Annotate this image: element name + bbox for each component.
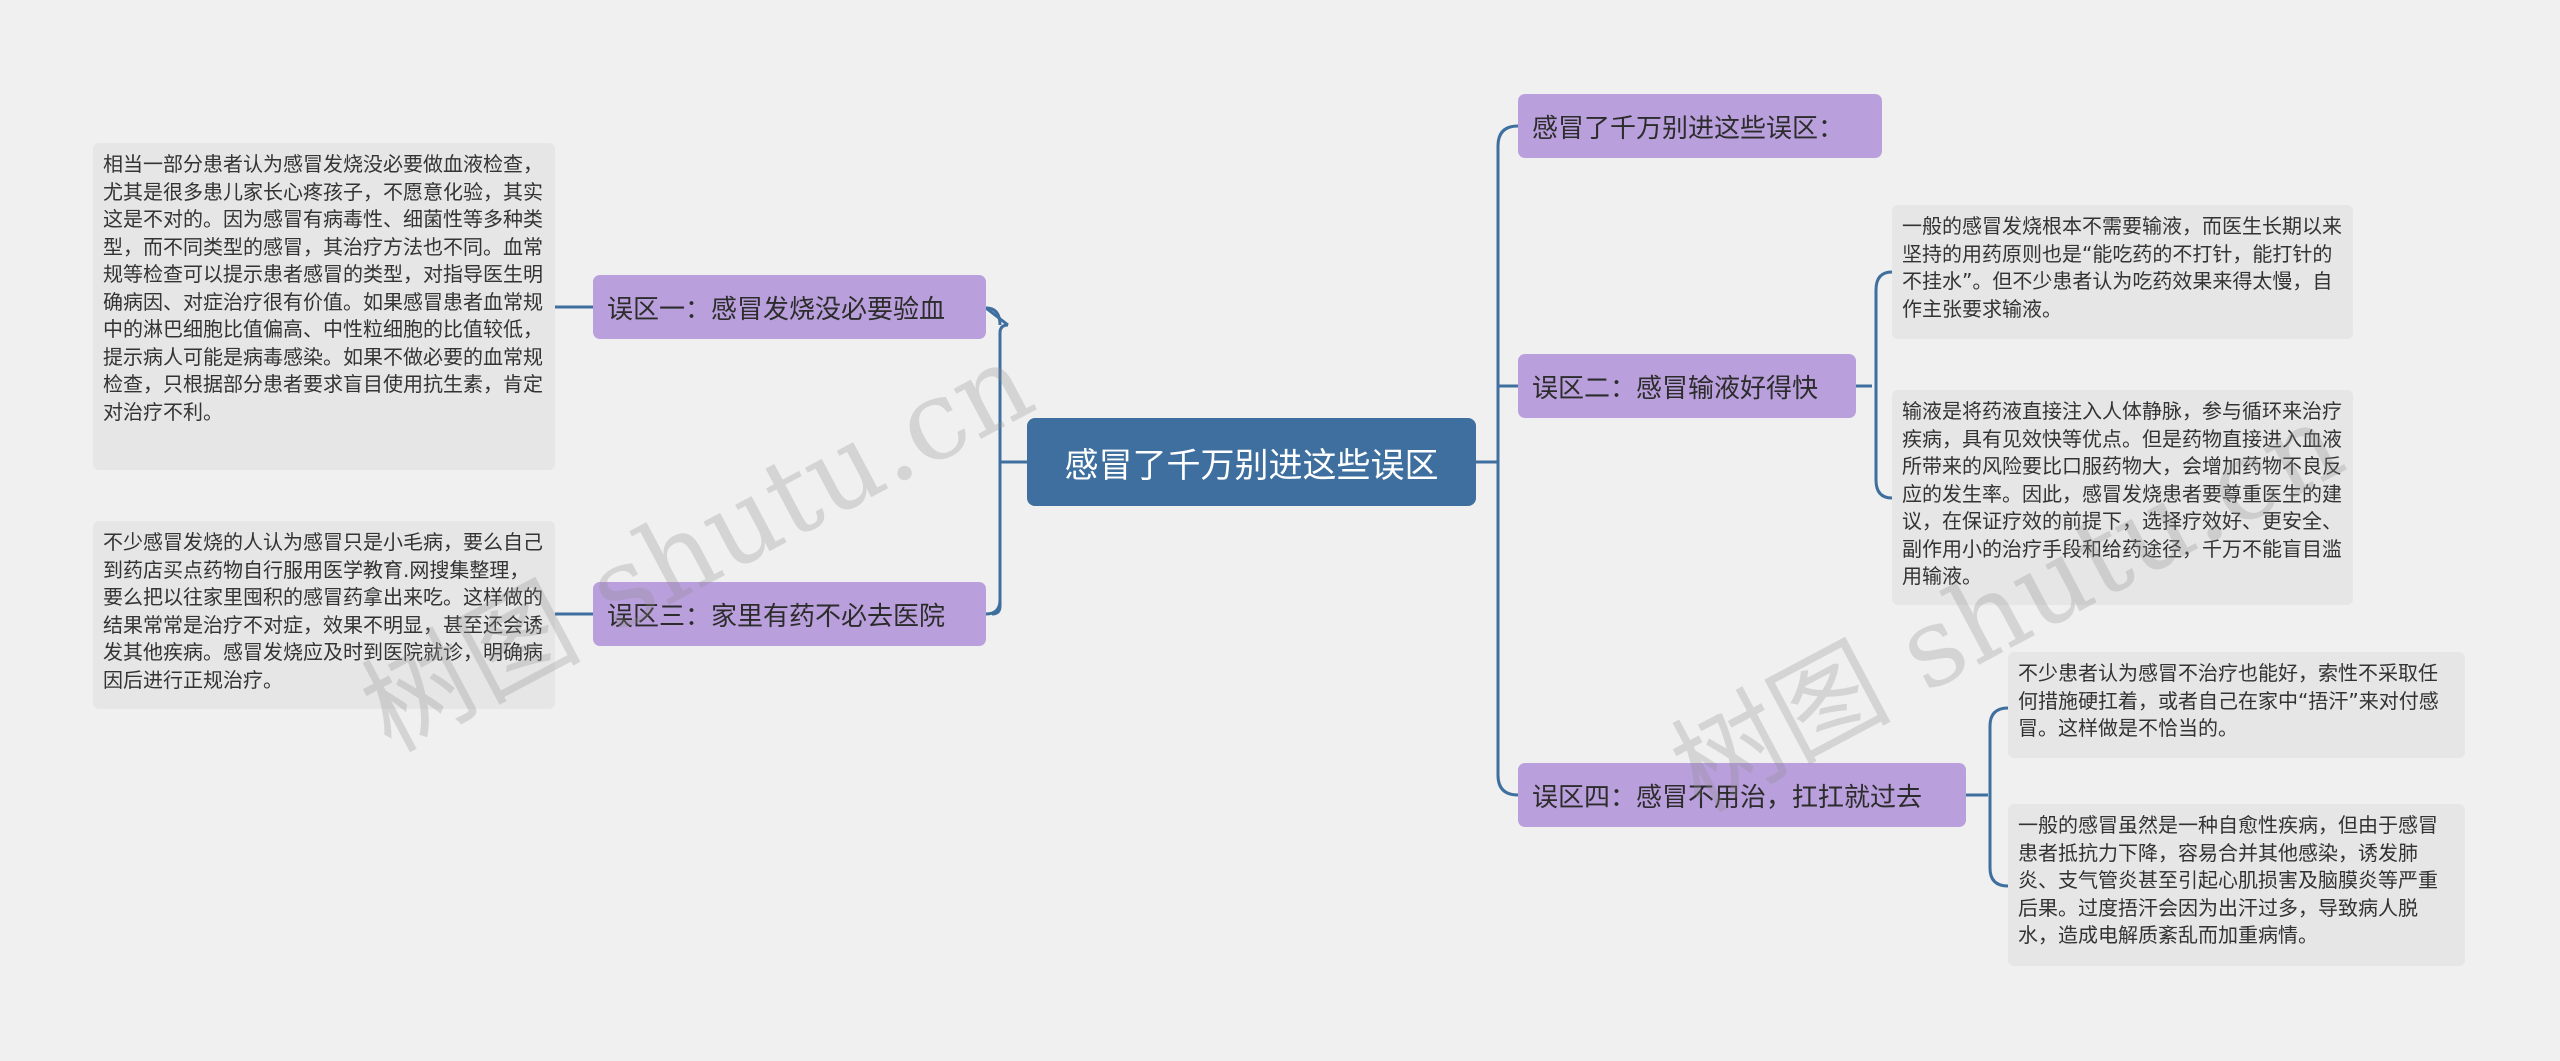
branch-myth1-label: 误区一：感冒发烧没必要验血: [607, 294, 946, 325]
branch-title[interactable]: 感冒了千万别进这些误区：: [1518, 94, 1882, 158]
branch-title-label: 感冒了千万别进这些误区：: [1532, 113, 1845, 144]
connector-to-myth1: [985, 306, 1002, 326]
branch-myth4[interactable]: 误区四：感冒不用治，扛扛就过去: [1518, 763, 1966, 827]
branch-myth3-label: 误区三：家里有药不必去医院: [607, 601, 946, 632]
connector-myth4-trunk: [1966, 706, 2009, 888]
leaf-myth1-text: 相当一部分患者认为感冒发烧没必要做血液检查，尤其是很多患儿家长心疼孩子，不愿意化…: [103, 152, 543, 424]
leaf-myth2-a: 一般的感冒发烧根本不需要输液，而医生长期以来坚持的用药原则也是“能吃药的不打针，…: [1892, 205, 2353, 339]
connector-right-trunk: [1496, 124, 1519, 797]
connector-myth2-trunk: [1856, 270, 1893, 500]
root-topic[interactable]: 感冒了千万别进这些误区: [1027, 418, 1476, 506]
leaf-myth4-a: 不少患者认为感冒不治疗也能好，索性不采取任何措施硬扛着，或者自己在家中“捂汗”来…: [2008, 652, 2465, 758]
branch-myth1[interactable]: 误区一：感冒发烧没必要验血: [593, 275, 986, 339]
leaf-myth4-b: 一般的感冒虽然是一种自愈性疾病，但由于感冒患者抵抗力下降，容易合并其他感染，诱发…: [2008, 804, 2465, 966]
leaf-myth4-b-text: 一般的感冒虽然是一种自愈性疾病，但由于感冒患者抵抗力下降，容易合并其他感染，诱发…: [2018, 813, 2438, 947]
connector-to-myth3: [985, 599, 1002, 616]
leaf-myth2-b: 输液是将药液直接注入人体静脉，参与循环来治疗疾病，具有见效快等优点。但是药物直接…: [1892, 390, 2353, 605]
leaf-myth3: 不少感冒发烧的人认为感冒只是小毛病，要么自己到药店买点药物自行服用医学教育.网搜…: [93, 521, 555, 709]
branch-myth3[interactable]: 误区三：家里有药不必去医院: [593, 582, 986, 646]
root-topic-label: 感冒了千万别进这些误区: [1064, 445, 1439, 486]
branch-myth4-label: 误区四：感冒不用治，扛扛就过去: [1532, 782, 1923, 813]
leaf-myth1: 相当一部分患者认为感冒发烧没必要做血液检查，尤其是很多患儿家长心疼孩子，不愿意化…: [93, 143, 555, 470]
leaf-myth3-text: 不少感冒发烧的人认为感冒只是小毛病，要么自己到药店买点药物自行服用医学教育.网搜…: [103, 530, 543, 692]
branch-myth2[interactable]: 误区二：感冒输液好得快: [1518, 354, 1856, 418]
leaf-myth2-b-text: 输液是将药液直接注入人体静脉，参与循环来治疗疾病，具有见效快等优点。但是药物直接…: [1902, 399, 2342, 588]
connector-left-trunk: [991, 323, 1009, 616]
leaf-myth4-a-text: 不少患者认为感冒不治疗也能好，索性不采取任何措施硬扛着，或者自己在家中“捂汗”来…: [2018, 661, 2439, 740]
leaf-myth2-a-text: 一般的感冒发烧根本不需要输液，而医生长期以来坚持的用药原则也是“能吃药的不打针，…: [1902, 214, 2342, 321]
branch-myth2-label: 误区二：感冒输液好得快: [1532, 373, 1819, 404]
